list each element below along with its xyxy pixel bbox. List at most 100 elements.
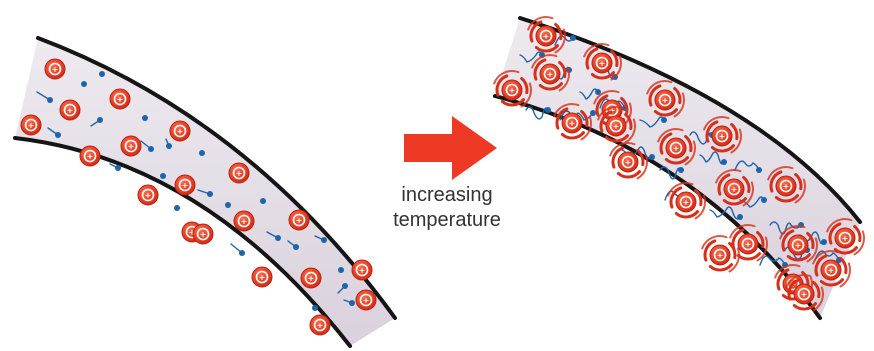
svg-text:+: + bbox=[547, 70, 554, 79]
electron bbox=[36, 91, 53, 103]
electron bbox=[199, 150, 205, 156]
electron bbox=[579, 88, 601, 100]
vibration-marks bbox=[646, 80, 685, 118]
electron bbox=[160, 173, 166, 179]
svg-text:+: + bbox=[296, 216, 303, 225]
ion: + bbox=[109, 88, 131, 110]
svg-text:+: + bbox=[731, 185, 738, 194]
svg-text:+: + bbox=[182, 181, 189, 190]
electron bbox=[699, 151, 727, 165]
electron bbox=[739, 196, 767, 208]
electron bbox=[81, 81, 87, 87]
ion: + bbox=[20, 114, 42, 136]
ion: + bbox=[605, 115, 627, 137]
electron bbox=[140, 140, 154, 152]
svg-text:+: + bbox=[609, 106, 616, 115]
ion: + bbox=[787, 234, 809, 256]
electron bbox=[260, 198, 266, 204]
vibration-marks bbox=[493, 70, 532, 108]
svg-text:+: + bbox=[783, 182, 790, 191]
electron bbox=[338, 267, 344, 273]
cold-ions: +++++++++++++++++++ bbox=[20, 58, 377, 336]
svg-text:+: + bbox=[717, 251, 724, 260]
cold-wire-bottom-edge bbox=[13, 136, 352, 348]
svg-text:+: + bbox=[308, 274, 315, 283]
electron bbox=[343, 299, 355, 306]
svg-text:+: + bbox=[52, 65, 59, 74]
svg-text:+: + bbox=[236, 169, 243, 178]
ion: + bbox=[120, 135, 142, 157]
ion: + bbox=[793, 283, 815, 305]
svg-text:+: + bbox=[317, 321, 324, 330]
svg-text:+: + bbox=[509, 86, 516, 95]
vibration-marks bbox=[812, 250, 851, 288]
ion: + bbox=[535, 25, 557, 47]
ion: + bbox=[665, 137, 687, 159]
hot-wire: +++++++++++++++++++++ bbox=[493, 16, 865, 320]
vibration-marks bbox=[729, 224, 768, 262]
svg-text:+: + bbox=[842, 234, 849, 243]
vibration-marks bbox=[553, 103, 592, 141]
vibration-marks bbox=[531, 54, 570, 92]
ion: + bbox=[228, 162, 250, 184]
svg-text:+: + bbox=[625, 158, 632, 167]
svg-text:+: + bbox=[683, 198, 690, 207]
electron bbox=[90, 117, 103, 127]
svg-text:+: + bbox=[28, 121, 35, 130]
ion: + bbox=[709, 244, 731, 266]
electron bbox=[639, 116, 667, 128]
vibration-marks bbox=[785, 274, 824, 312]
ion: + bbox=[192, 223, 214, 245]
electron bbox=[230, 243, 245, 256]
svg-text:+: + bbox=[177, 127, 184, 136]
ion: + bbox=[561, 112, 583, 134]
vibration-marks bbox=[715, 169, 754, 207]
ion: + bbox=[300, 267, 322, 289]
svg-text:+: + bbox=[67, 106, 74, 115]
svg-text:+: + bbox=[828, 266, 835, 275]
vibration-marks bbox=[703, 116, 742, 154]
electron bbox=[165, 138, 172, 149]
ion: + bbox=[737, 233, 759, 255]
svg-text:+: + bbox=[117, 95, 124, 104]
ion: + bbox=[834, 227, 856, 249]
ion: + bbox=[711, 125, 733, 147]
vibration-marks bbox=[597, 106, 636, 144]
caption-line-2: temperature bbox=[393, 209, 501, 231]
ion: + bbox=[654, 89, 676, 111]
electron bbox=[337, 283, 348, 294]
ion: + bbox=[539, 63, 561, 85]
vibration-marks bbox=[657, 128, 696, 166]
cold-wire: +++++++++++++++++++ bbox=[13, 36, 397, 348]
svg-text:+: + bbox=[200, 230, 207, 239]
electron bbox=[525, 106, 551, 120]
electron bbox=[659, 166, 684, 180]
ion: + bbox=[723, 178, 745, 200]
svg-text:+: + bbox=[569, 119, 576, 128]
svg-text:+: + bbox=[128, 142, 135, 151]
svg-text:+: + bbox=[87, 152, 94, 161]
ion: + bbox=[288, 209, 310, 231]
electron bbox=[734, 160, 762, 173]
ion: + bbox=[169, 120, 191, 142]
ion: + bbox=[775, 175, 797, 197]
caption: increasing temperature bbox=[372, 183, 522, 233]
right-arrow-icon bbox=[404, 116, 497, 180]
vibration-marks bbox=[583, 43, 622, 81]
ion: + bbox=[174, 174, 196, 196]
cold-electrons bbox=[36, 71, 355, 311]
electron bbox=[709, 206, 743, 220]
hot-wire-top-edge bbox=[518, 16, 862, 224]
ion: + bbox=[617, 151, 639, 173]
vibration-marks bbox=[667, 182, 706, 220]
svg-text:+: + bbox=[745, 240, 752, 249]
ion: + bbox=[59, 99, 81, 121]
electron bbox=[47, 127, 61, 138]
ion: + bbox=[501, 79, 523, 101]
ion: + bbox=[591, 52, 613, 74]
ion: + bbox=[79, 145, 101, 167]
svg-text:+: + bbox=[543, 32, 550, 41]
hot-ions: +++++++++++++++++++++ bbox=[493, 16, 865, 312]
vibration-marks bbox=[701, 235, 740, 273]
